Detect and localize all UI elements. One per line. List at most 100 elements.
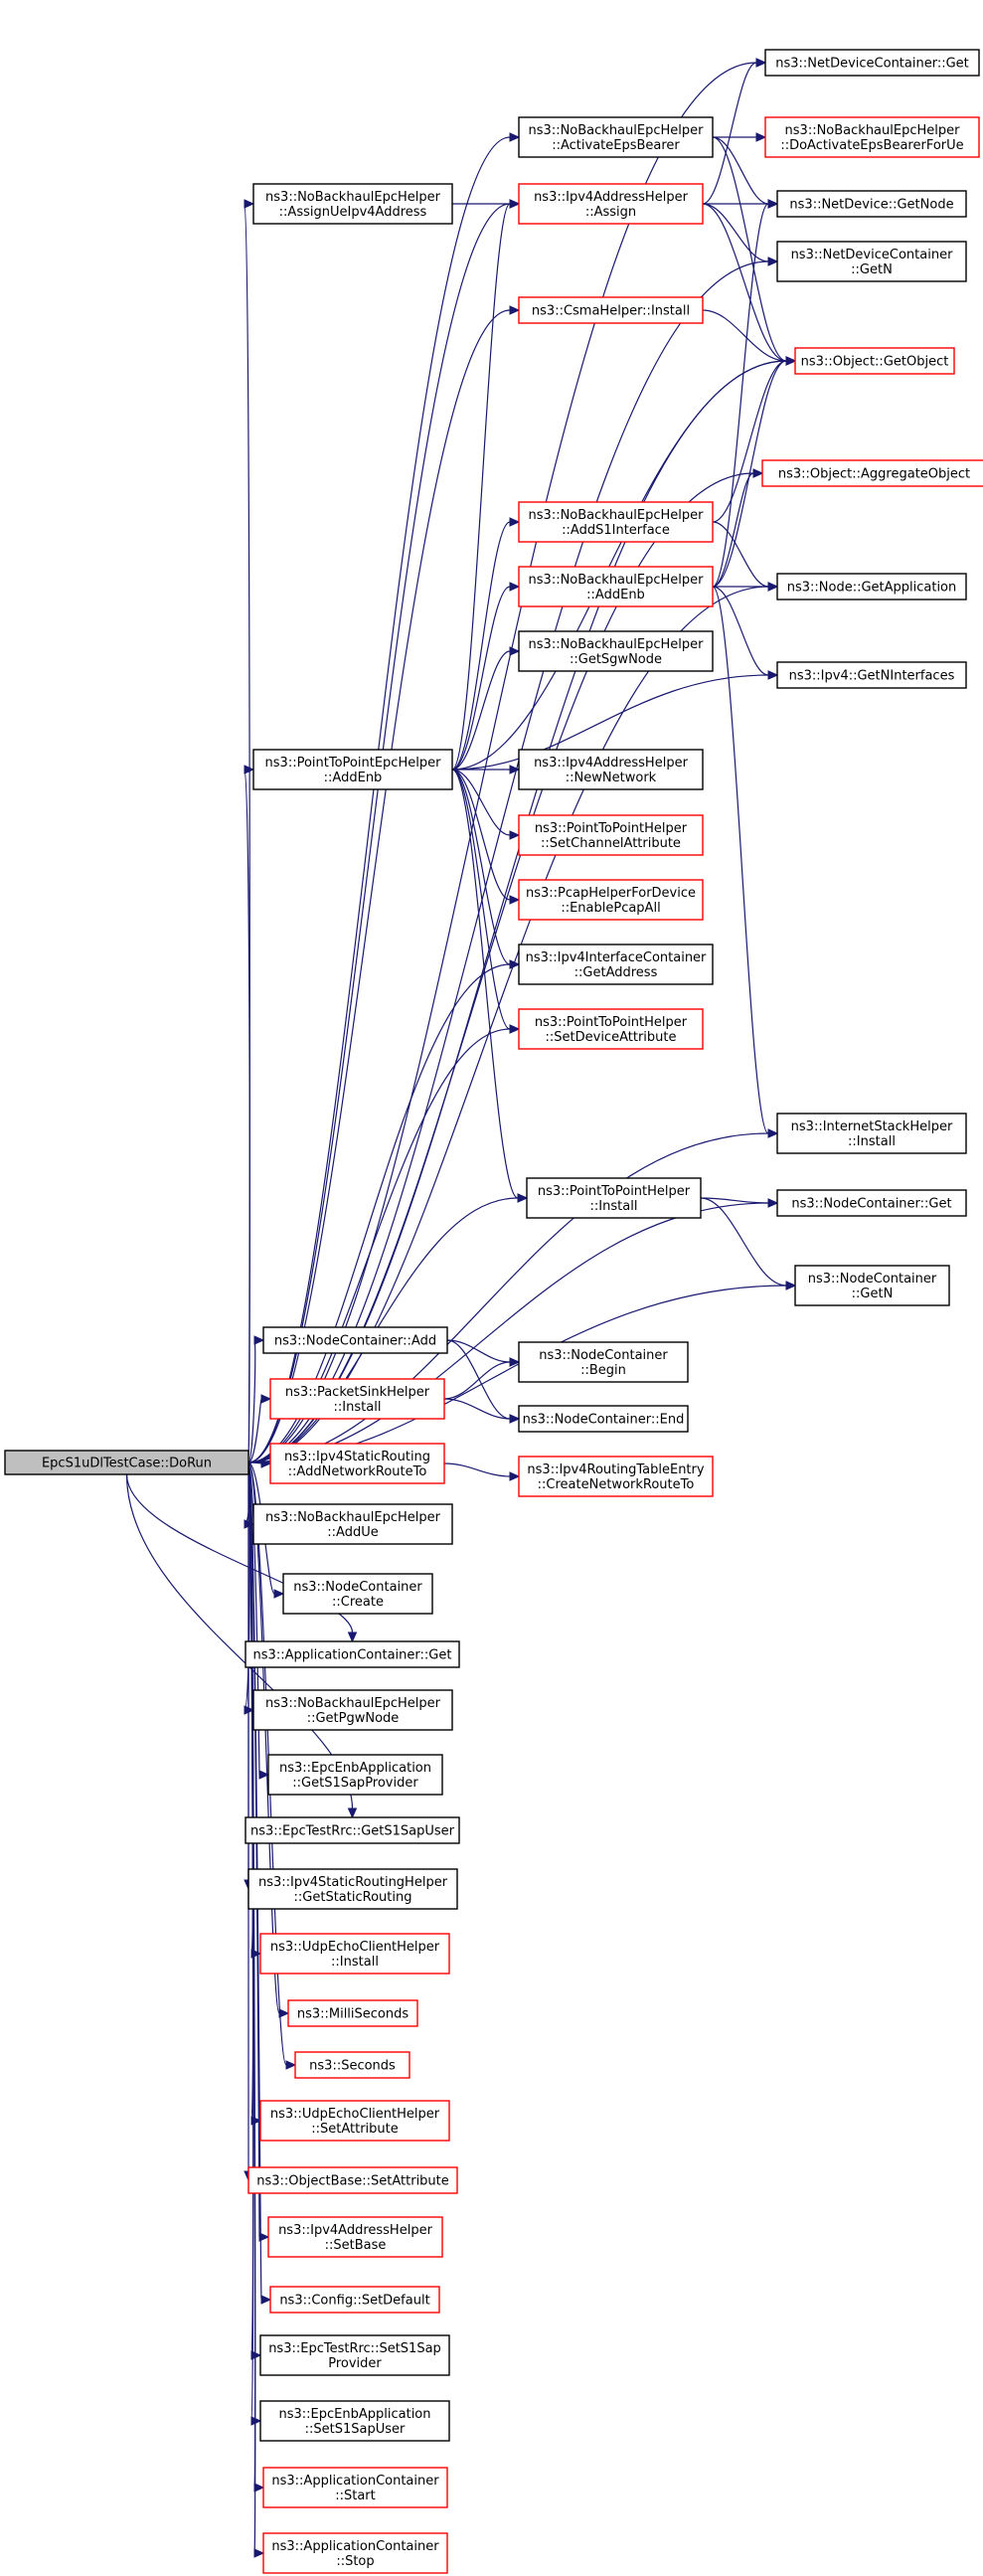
node-addNetRoute[interactable]: ns3::Ipv4StaticRouting::AddNetworkRouteT… [269, 1443, 445, 1484]
node-createNetRoute[interactable]: ns3::Ipv4RoutingTableEntry::CreateNetwor… [518, 1456, 714, 1497]
arrowhead [253, 2483, 265, 2492]
node-enablePcap[interactable]: ns3::PcapHelperForDevice::EnablePcapAll [518, 879, 704, 921]
node-getSgw[interactable]: ns3::NoBackhaulEpcHelper::GetSgwNode [518, 630, 714, 672]
node-activateEps[interactable]: ns3::NoBackhaulEpcHelper::ActivateEpsBea… [518, 116, 714, 158]
node-getS1Prov[interactable]: ns3::EpcEnbApplication::GetS1SapProvider [267, 1754, 443, 1796]
node-nodeGetApp[interactable]: ns3::Node::GetApplication [776, 573, 967, 601]
node-label: ::GetN [851, 262, 893, 277]
arrowhead [260, 1394, 272, 1404]
node-label: ns3::Ipv4InterfaceContainer [526, 950, 707, 965]
node-getStatic[interactable]: ns3::Ipv4StaticRoutingHelper::GetStaticR… [247, 1868, 458, 1910]
edge-line [712, 472, 754, 588]
edge-doRun-to-ndcGetN [247, 257, 779, 1463]
node-appStart[interactable]: ns3::ApplicationContainer::Start [262, 2467, 448, 2508]
node-ndcGet[interactable]: ns3::NetDeviceContainer::Get [764, 49, 980, 77]
arrowhead [767, 582, 779, 592]
node-udpSetAttr[interactable]: ns3::UdpEchoClientHelper::SetAttribute [259, 2100, 450, 2142]
edge-sinkInstall-to-ncBegin [443, 1357, 521, 1400]
node-sinkInstall[interactable]: ns3::PacketSinkHelper::Install [269, 1378, 445, 1420]
edge-doRun-to-milli [247, 1461, 290, 2018]
node-getPgw[interactable]: ns3::NoBackhaulEpcHelper::GetPgwNode [252, 1689, 453, 1731]
node-cfgSetDefault[interactable]: ns3::Config::SetDefault [269, 2286, 440, 2314]
node-ipv4GetNIf[interactable]: ns3::Ipv4::GetNInterfaces [776, 661, 967, 689]
node-box [247, 2166, 458, 2194]
node-addS1[interactable]: ns3::NoBackhaulEpcHelper::AddS1Interface [518, 501, 714, 543]
node-ndcGetN[interactable]: ns3::NetDeviceContainer::GetN [776, 241, 967, 282]
edge-line [451, 769, 511, 901]
node-p2pAddEnb[interactable]: ns3::PointToPointEpcHelper::AddEnb [252, 749, 453, 790]
node-doRun[interactable]: EpcS1uDlTestCase::DoRun [4, 1450, 249, 1475]
node-udpInstall[interactable]: ns3::UdpEchoClientHelper::Install [259, 1933, 450, 1975]
node-box [518, 566, 714, 607]
node-objSetAttr[interactable]: ns3::ObjectBase::SetAttribute [247, 2166, 458, 2194]
edge-line [451, 203, 511, 771]
node-ipv4Assign[interactable]: ns3::Ipv4AddressHelper::Assign [518, 183, 704, 225]
node-label: ::Install [848, 1134, 896, 1149]
node-label: ::GetAddress [574, 965, 658, 980]
node-label: ::AddUe [327, 1525, 378, 1540]
node-setBase[interactable]: ns3::Ipv4AddressHelper::SetBase [267, 2216, 443, 2258]
node-ndGetNode[interactable]: ns3::NetDevice::GetNode [776, 190, 967, 218]
edge-nbAddEnb-to-aggregate [712, 468, 764, 588]
edge-line [247, 1461, 260, 1776]
node-addUe[interactable]: ns3::NoBackhaulEpcHelper::AddUe [252, 1503, 453, 1545]
node-aggregate[interactable]: ns3::Object::AggregateObject [761, 459, 983, 487]
arrowhead [278, 2008, 290, 2018]
node-ncGetN[interactable]: ns3::NodeContainer::GetN [794, 1265, 950, 1306]
node-label: ns3::Ipv4StaticRoutingHelper [258, 1875, 448, 1890]
node-label: ::Install [331, 1955, 379, 1970]
node-label: ns3::MilliSeconds [297, 2007, 410, 2022]
node-appStop[interactable]: ns3::ApplicationContainer::Stop [262, 2532, 448, 2574]
node-inetInstall[interactable]: ns3::InternetStackHelper::Install [776, 1113, 967, 1154]
node-setS1User[interactable]: ns3::EpcEnbApplication::SetS1SapUser [259, 2400, 450, 2442]
node-p2pInstall[interactable]: ns3::PointToPointHelper::Install [526, 1177, 702, 1219]
node-seconds[interactable]: ns3::Seconds [294, 2051, 410, 2079]
node-getObject[interactable]: ns3::Object::GetObject [794, 347, 955, 375]
node-getS1User[interactable]: ns3::EpcTestRrc::GetS1SapUser [245, 1816, 460, 1844]
arrowhead [767, 670, 779, 680]
node-box [252, 749, 453, 790]
node-box [267, 2216, 443, 2258]
node-box [518, 501, 714, 543]
node-box [776, 241, 967, 282]
edge-line [247, 1339, 256, 1463]
edge-line [244, 769, 250, 1463]
node-appGet[interactable]: ns3::ApplicationContainer::Get [245, 1640, 460, 1668]
arrowhead [767, 199, 779, 209]
arrowhead [785, 356, 797, 366]
arrowhead [258, 1770, 270, 1780]
node-box [518, 116, 714, 158]
node-setChannel[interactable]: ns3::PointToPointHelper::SetChannelAttri… [518, 814, 704, 856]
node-nbAddEnb[interactable]: ns3::NoBackhaulEpcHelper::AddEnb [518, 566, 714, 607]
node-label: ns3::NoBackhaulEpcHelper [265, 190, 441, 205]
arrowhead [785, 1281, 797, 1290]
node-ncGet[interactable]: ns3::NodeContainer::Get [776, 1189, 967, 1217]
node-box [518, 630, 714, 672]
node-label: ns3::ApplicationContainer::Get [253, 1648, 452, 1663]
node-label: ::EnablePcapAll [561, 901, 660, 916]
node-label: ::Stop [336, 2554, 374, 2569]
edge-p2pAddEnb-to-setDevice [451, 769, 521, 1034]
arrowhead [755, 132, 767, 142]
arrowhead [244, 765, 255, 774]
node-box [269, 1443, 445, 1484]
node-ifcGetAddr[interactable]: ns3::Ipv4InterfaceContainer::GetAddress [518, 944, 714, 985]
node-ncBegin[interactable]: ns3::NodeContainer::Begin [518, 1341, 689, 1383]
node-csmaInstall[interactable]: ns3::CsmaHelper::Install [518, 296, 704, 324]
node-label: ns3::Node::GetApplication [787, 581, 957, 596]
edge-p2pAddEnb-to-p2pInstall [451, 769, 529, 1203]
node-doActivate[interactable]: ns3::NoBackhaulEpcHelper::DoActivateEpsB… [764, 116, 980, 158]
node-label: ::Create [332, 1595, 384, 1610]
node-setDevice[interactable]: ns3::PointToPointHelper::SetDeviceAttrib… [518, 1008, 704, 1050]
node-milli[interactable]: ns3::MilliSeconds [287, 1999, 418, 2027]
node-ncAdd[interactable]: ns3::NodeContainer::Add [262, 1326, 448, 1354]
edge-line [700, 1197, 787, 1287]
node-layer: EpcS1uDlTestCase::DoRun ns3::NetDeviceCon… [4, 49, 983, 2574]
node-newNetwork[interactable]: ns3::Ipv4AddressHelper::NewNetwork [518, 749, 704, 790]
edge-addNetRoute-to-createNetRoute [443, 1462, 521, 1481]
node-assignUe[interactable]: ns3::NoBackhaulEpcHelper::AssignUeIpv4Ad… [252, 183, 453, 225]
node-ncCreate[interactable]: ns3::NodeContainer::Create [282, 1573, 433, 1615]
node-ncEnd[interactable]: ns3::NodeContainer::End [518, 1405, 689, 1433]
node-label: ::AddEnb [586, 588, 645, 602]
